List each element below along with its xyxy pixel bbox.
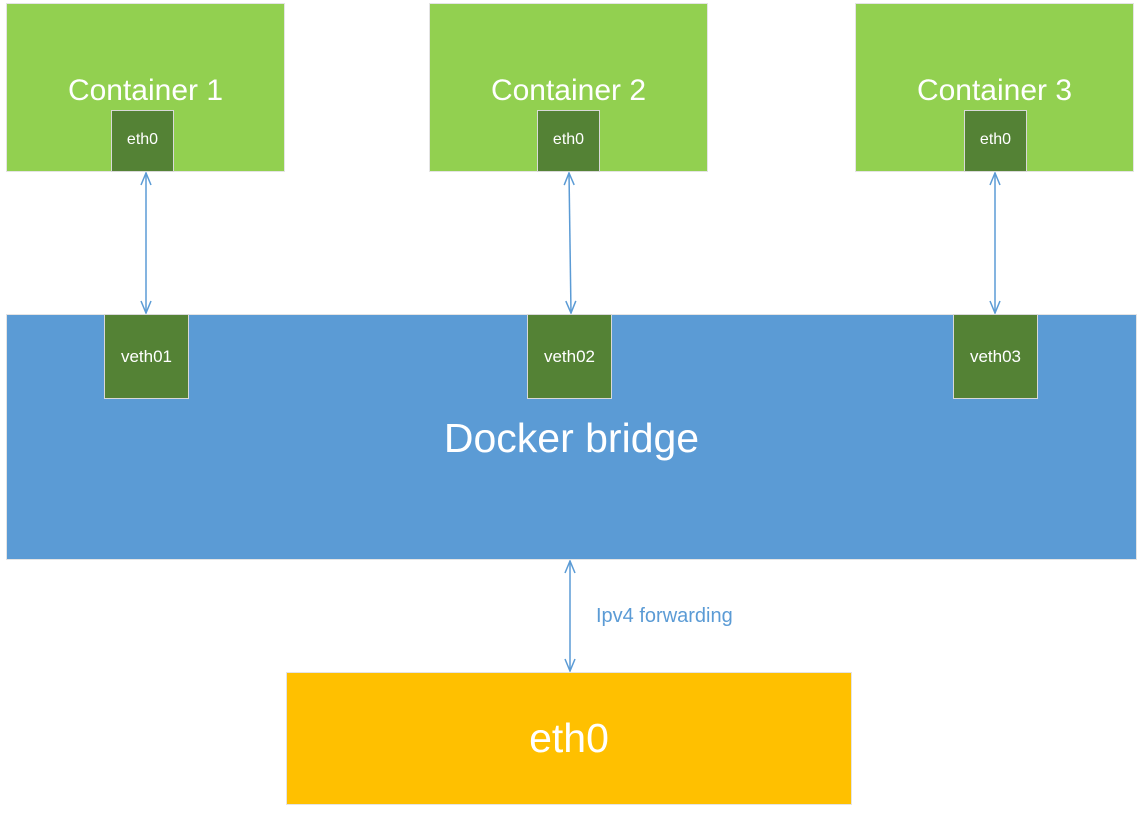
container-2-eth0-interface: eth0 (537, 110, 600, 172)
bridge-port-veth03: veth03 (953, 314, 1038, 399)
container-3-title: Container 3 (916, 74, 1073, 107)
bridge-port-veth01: veth01 (104, 314, 189, 399)
ipv4-forwarding-label: Ipv4 forwarding (596, 605, 733, 627)
container-2-title: Container 2 (490, 74, 647, 107)
docker-bridge-title: Docker bridge (443, 415, 700, 461)
host-eth0-title: eth0 (529, 715, 609, 761)
host-eth0-interface: eth0 (286, 672, 852, 805)
bridge-port-veth02: veth02 (527, 314, 612, 399)
container-3-eth0-interface: eth0 (964, 110, 1027, 172)
container-1-title: Container 1 (67, 74, 224, 107)
container-1-eth0-interface: eth0 (111, 110, 174, 172)
link-container-2-to-veth02 (569, 173, 571, 313)
